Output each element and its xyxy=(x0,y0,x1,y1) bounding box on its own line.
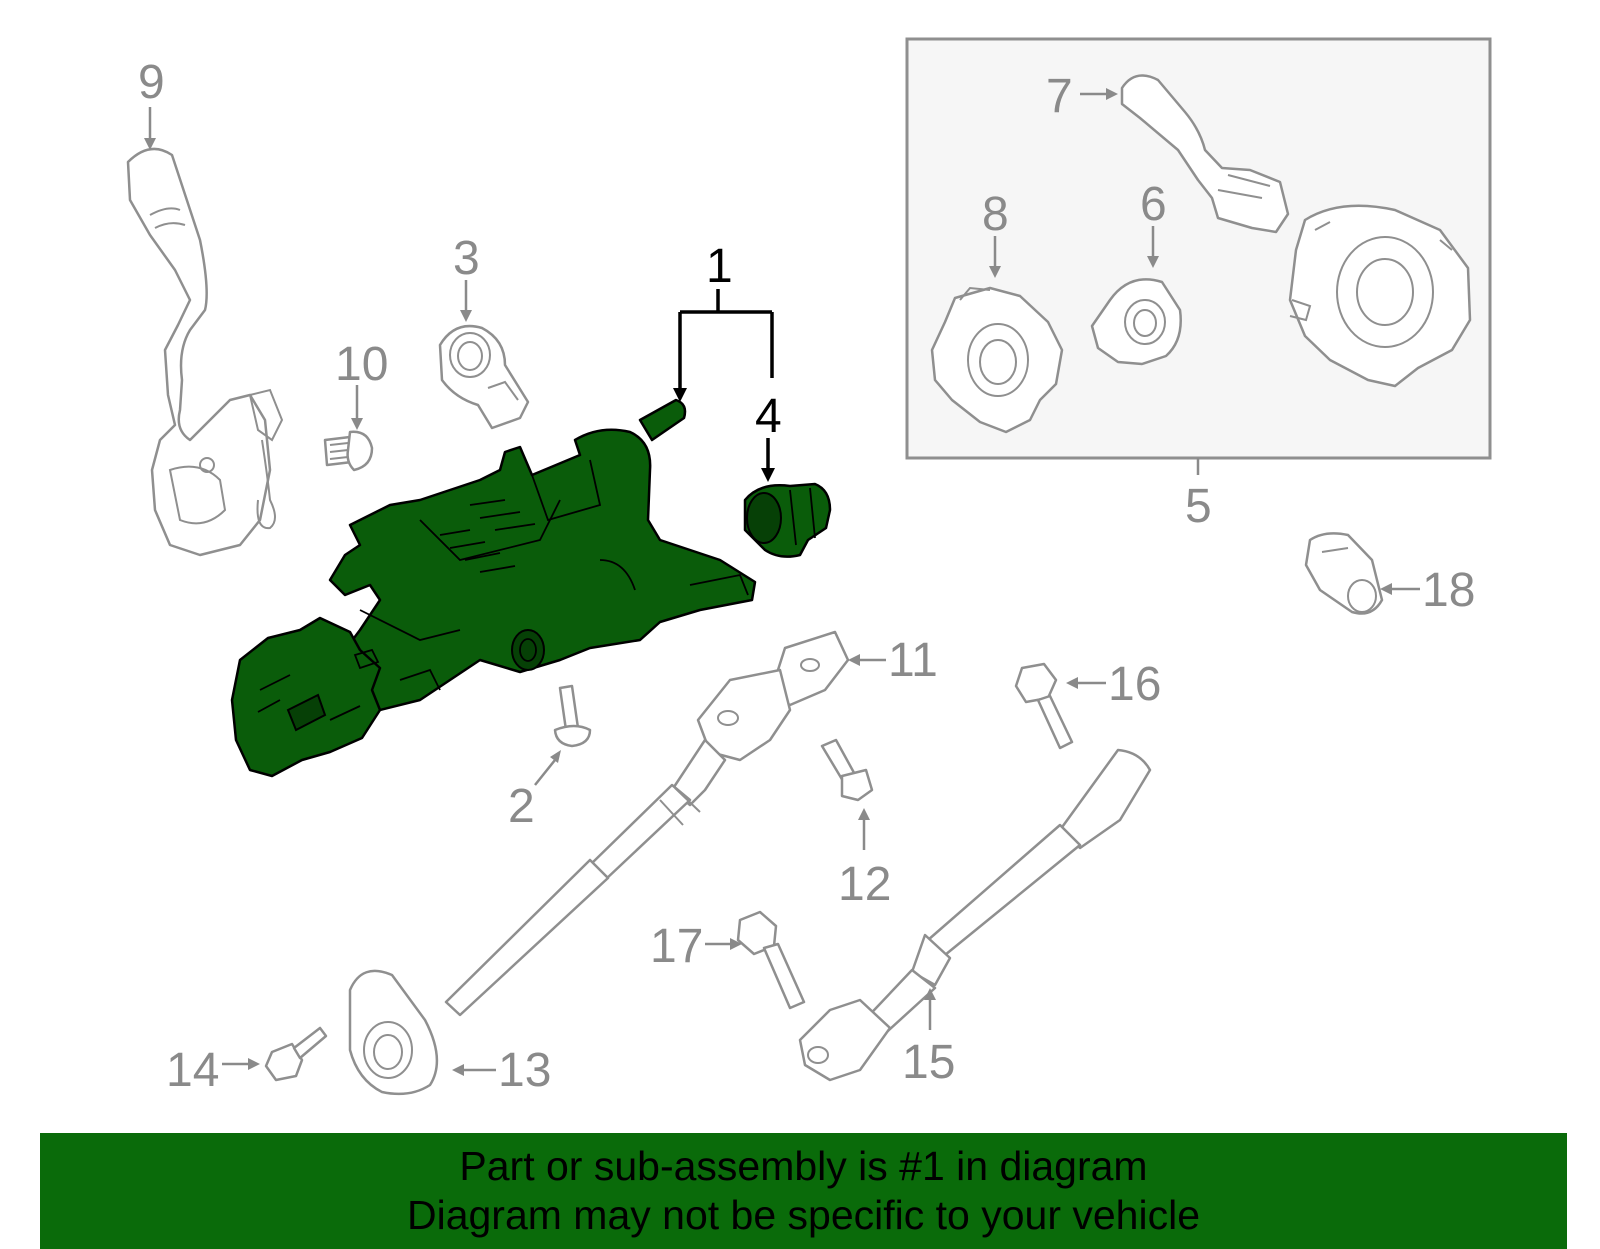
callout-12: 12 xyxy=(838,858,891,911)
part-11-intermediate-shaft xyxy=(444,630,850,1017)
part-4-lock-cylinder-highlighted xyxy=(743,482,832,558)
callout-9: 9 xyxy=(138,56,165,109)
part-17-bolt xyxy=(736,910,806,1010)
callout-3: 3 xyxy=(453,232,480,285)
callout-7: 7 xyxy=(1046,70,1073,123)
part-18-socket xyxy=(1304,532,1384,615)
banner-line-2: Diagram may not be specific to your vehi… xyxy=(406,1192,1200,1238)
part-13-boot-seal xyxy=(348,969,439,1096)
callout-17: 17 xyxy=(650,920,703,973)
part-6-sensor xyxy=(1090,278,1182,366)
callout-11: 11 xyxy=(888,634,938,687)
callout-5: 5 xyxy=(1185,480,1212,533)
part-15-lower-shaft xyxy=(798,748,1152,1082)
callout-13: 13 xyxy=(498,1044,551,1097)
part-10-bolt xyxy=(323,430,374,472)
callout-6: 6 xyxy=(1140,178,1167,231)
part-7-wiper-stalk xyxy=(1120,74,1290,234)
callout-16: 16 xyxy=(1108,658,1161,711)
part-9-switch-stalk xyxy=(126,147,284,557)
part-12-bolt xyxy=(820,738,874,802)
part-16-bolt xyxy=(1014,662,1074,750)
part-8-clockspring-housing xyxy=(930,286,1064,434)
callout-15: 15 xyxy=(902,1036,955,1089)
part-3-ignition-ring xyxy=(438,324,530,430)
callout-14: 14 xyxy=(166,1044,219,1097)
callout-18: 18 xyxy=(1422,564,1475,617)
part-2-pin xyxy=(553,684,592,748)
callout-10: 10 xyxy=(335,338,388,391)
banner-line-1: Part or sub-assembly is #1 in diagram xyxy=(459,1143,1148,1189)
part-14-bolt xyxy=(264,1026,328,1082)
part-5-clockspring xyxy=(1288,204,1472,388)
part-1-steering-column-highlighted xyxy=(230,398,757,778)
info-banner: Part or sub-assembly is #1 in diagram Di… xyxy=(40,1133,1567,1249)
callout-8: 8 xyxy=(982,188,1009,241)
leader-lines xyxy=(144,88,1420,1076)
callout-2: 2 xyxy=(508,780,535,833)
callout-1: 1 xyxy=(706,240,733,293)
callout-4: 4 xyxy=(755,390,782,443)
